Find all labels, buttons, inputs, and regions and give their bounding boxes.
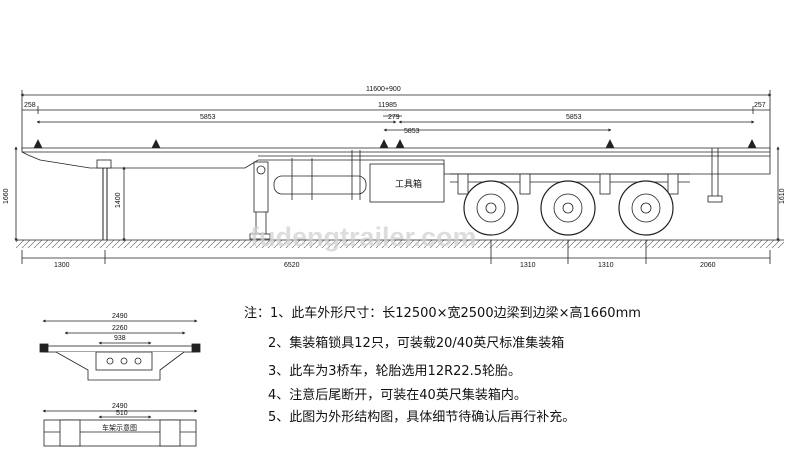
side-dimensions: 11600+900 258 11985 257 5853 279 5853 58… [3, 86, 786, 269]
chassis-outline [21, 147, 771, 175]
watermark: fudengtrailer.com [250, 222, 477, 252]
wheels [463, 180, 674, 236]
front-width-mid: 2260 [112, 325, 128, 332]
rear-view-label: 车架示意图 [102, 423, 137, 432]
rear-view [42, 409, 198, 447]
rear-width-outer: 2490 [112, 403, 128, 410]
front-view [39, 319, 201, 381]
spare-carrier [273, 150, 367, 200]
dim-rear-overhang: 257 [754, 102, 766, 109]
dim-center-lock-span: 5853 [404, 128, 420, 135]
note-2: 2、集装箱锁具12只，可装载20/40英尺标准集装箱 [268, 336, 565, 351]
toolbox-label: 工具箱 [395, 178, 422, 190]
landing-gear [249, 161, 271, 240]
ground-hatch [16, 240, 784, 248]
side-view: 工具箱 [14, 90, 784, 264]
note-4: 4、注意后尾断开，可装在40英尺集装箱内。 [268, 388, 527, 403]
dim-deck-length: 11985 [378, 102, 397, 109]
front-width-outer: 2490 [112, 313, 128, 320]
dim-rear-height: 1610 [779, 188, 786, 204]
note-3: 3、此车为3桥车，轮胎选用12R22.5轮胎。 [268, 364, 522, 379]
note-1: 注：1、此车外形尺寸：长12500×宽2500边梁到边梁×高1660mm [244, 306, 641, 321]
container-locks [33, 139, 757, 149]
dim-front-overhang: 258 [24, 102, 36, 109]
dim-front-lock-span: 5853 [200, 114, 216, 121]
rear-width-inner: 510 [116, 410, 128, 417]
dim-kingpin-to-axle: 6520 [284, 262, 300, 269]
note-5: 5、此图为外形结构图，具体细节待确认后再行补充。 [268, 410, 576, 425]
dim-front-to-kingpin: 1300 [54, 262, 70, 269]
front-width-inner: 938 [114, 335, 126, 342]
dim-center-gap: 279 [388, 114, 400, 121]
dim-axle-spacing-1: 1310 [520, 262, 536, 269]
dim-total-height: 1660 [3, 188, 10, 204]
dim-axle-spacing-2: 1310 [598, 262, 614, 269]
dim-rear-end: 2060 [700, 262, 716, 269]
dim-kingpin-height: 1400 [115, 192, 122, 208]
suspension [457, 173, 679, 195]
dim-overall: 11600+900 [366, 86, 401, 93]
dim-rear-lock-span: 5853 [566, 114, 582, 121]
toolbox [369, 163, 445, 203]
